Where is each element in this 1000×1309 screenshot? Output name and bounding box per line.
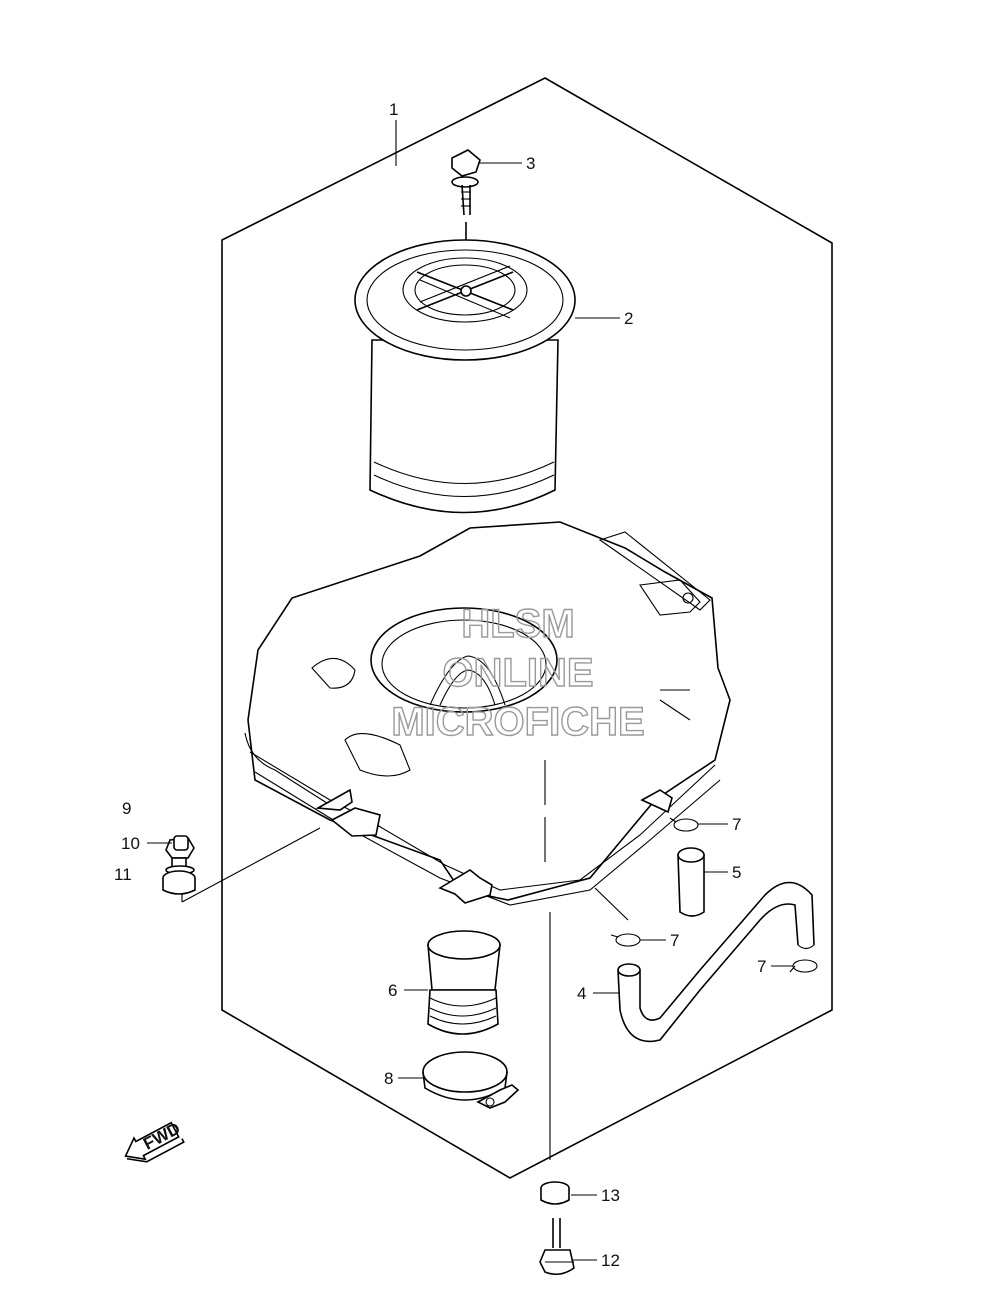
drain-grommet [540,1181,570,1205]
drain-plug [539,1218,575,1276]
air-filter-element [354,239,576,514]
callout-3: 3 [526,154,535,173]
watermark: HLSM ONLINE MICROFICHE [391,601,646,744]
watermark-line-1: HLSM [461,602,574,646]
callout-6: 6 [388,981,397,1000]
callout-1: 1 [389,100,398,119]
air-box-housing [244,521,731,906]
callout-8: 8 [384,1069,393,1088]
callout-leaders [147,120,793,1261]
callout-13: 13 [601,1186,620,1205]
mount-leader [181,827,321,903]
mount-grommet [162,870,196,895]
callout-10: 10 [121,834,140,853]
watermark-line-2: ONLINE [442,651,593,695]
watermark-line-3: MICROFICHE [391,700,644,744]
callout-5: 5 [732,863,741,882]
intake-boot [427,930,501,1035]
mount-collar [173,835,189,851]
breather-hose [617,881,815,1043]
callout-9: 9 [122,799,131,818]
fwd-label: FWD [140,1119,183,1154]
callout-12: 12 [601,1251,620,1270]
band-clamp [422,1051,520,1109]
callout-7c: 7 [757,957,766,976]
hose-leader [594,887,629,921]
callout-4: 4 [577,984,586,1003]
short-hose [677,847,705,917]
assembly-boundary [221,77,833,1179]
callout-7b: 7 [670,931,679,950]
callout-11: 11 [114,865,132,884]
hose-clamp-a [669,817,699,832]
callout-7a: 7 [732,815,741,834]
callout-2: 2 [624,309,633,328]
fwd-arrow: FWD [124,1119,185,1163]
hose-clamp-b [610,933,641,947]
hose-clamp-c [789,959,818,973]
